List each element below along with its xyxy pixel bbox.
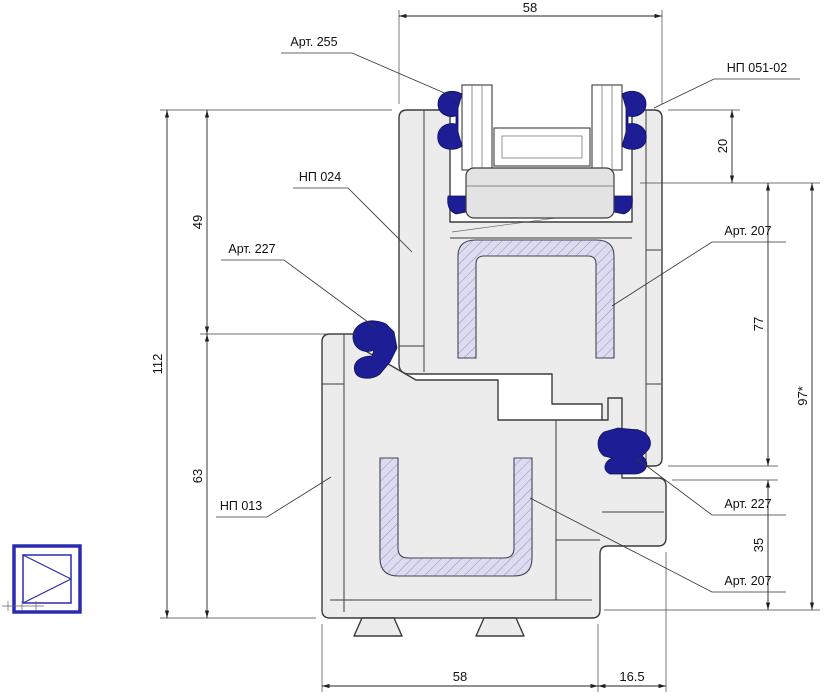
dim-right-bottom: 35 <box>751 480 771 610</box>
glazing-gasket-left <box>447 195 467 215</box>
label-np-051-02: НП 051-02 <box>653 61 800 109</box>
window-opening-symbol <box>2 544 82 614</box>
dim-left-lower-value: 63 <box>190 469 205 483</box>
upper-reinforcement <box>457 239 615 359</box>
gasket-middle-left <box>352 320 398 379</box>
frame-profile <box>321 333 667 637</box>
gasket-top-left <box>437 90 463 150</box>
frame-foot-left <box>353 617 403 637</box>
dim-right-step: 20 <box>715 110 735 183</box>
dim-right-bottom-value: 35 <box>751 538 766 552</box>
glazing-support-block <box>465 167 615 219</box>
dim-left-upper-value: 49 <box>190 215 205 229</box>
label-np-051-02-text: НП 051-02 <box>727 61 787 75</box>
label-art-227-left-text: Арт. 227 <box>228 242 275 256</box>
label-art-207-lower-text: Арт. 207 <box>724 574 771 588</box>
dim-left-lower: 63 <box>190 334 210 618</box>
symbol-outer-frame <box>12 544 82 614</box>
lower-reinforcement <box>379 457 533 577</box>
label-np-024: НП 024 <box>293 170 413 253</box>
dim-bottom-offset-value: 16.5 <box>619 669 644 684</box>
label-art-227-left: Арт. 227 <box>221 242 377 329</box>
dim-bottom-offset: 16.5 <box>598 669 666 689</box>
label-art-207-upper-text: Арт. 207 <box>724 224 771 238</box>
dim-bottom-width: 58 <box>322 669 598 689</box>
dim-right-total: 97* <box>795 183 815 610</box>
glazing-gasket-right <box>613 195 633 215</box>
label-art-255: Арт. 255 <box>281 35 457 99</box>
label-np-013-text: НП 013 <box>220 499 262 513</box>
gasket-top-right <box>621 90 647 150</box>
label-art-255-text: Арт. 255 <box>290 35 337 49</box>
frame-foot-right <box>475 617 525 637</box>
label-art-207-upper: Арт. 207 <box>611 224 786 307</box>
dimension-extension-lines <box>160 10 820 692</box>
label-art-227-right-text: Арт. 227 <box>724 497 771 511</box>
seals <box>352 90 651 475</box>
symbol-opening-lines <box>22 554 72 604</box>
dim-right-total-value: 97* <box>795 386 810 406</box>
symbol-inner-frame <box>22 554 72 604</box>
label-art-207-lower: Арт. 207 <box>529 497 786 593</box>
tick-marks <box>2 601 44 611</box>
dim-bottom-width-value: 58 <box>453 669 467 684</box>
dim-left-total: 112 <box>150 110 170 618</box>
glass-pane-right <box>591 84 623 171</box>
glazing-spacer <box>493 127 591 167</box>
glass-unit <box>447 84 633 219</box>
label-np-024-text: НП 024 <box>299 170 341 184</box>
dim-right-step-value: 20 <box>715 139 730 153</box>
dim-top-width-value: 58 <box>523 0 537 15</box>
glass-pane-left <box>461 84 493 171</box>
dim-right-sash-height: 77 <box>751 183 771 466</box>
dim-right-sash-height-value: 77 <box>751 317 766 331</box>
gasket-right <box>597 427 651 475</box>
dim-top-width: 58 <box>399 0 662 19</box>
label-np-013: НП 013 <box>216 476 332 518</box>
label-art-227-right: Арт. 227 <box>635 457 786 516</box>
dim-left-total-value: 112 <box>150 354 165 375</box>
dim-left-upper: 49 <box>190 110 210 334</box>
